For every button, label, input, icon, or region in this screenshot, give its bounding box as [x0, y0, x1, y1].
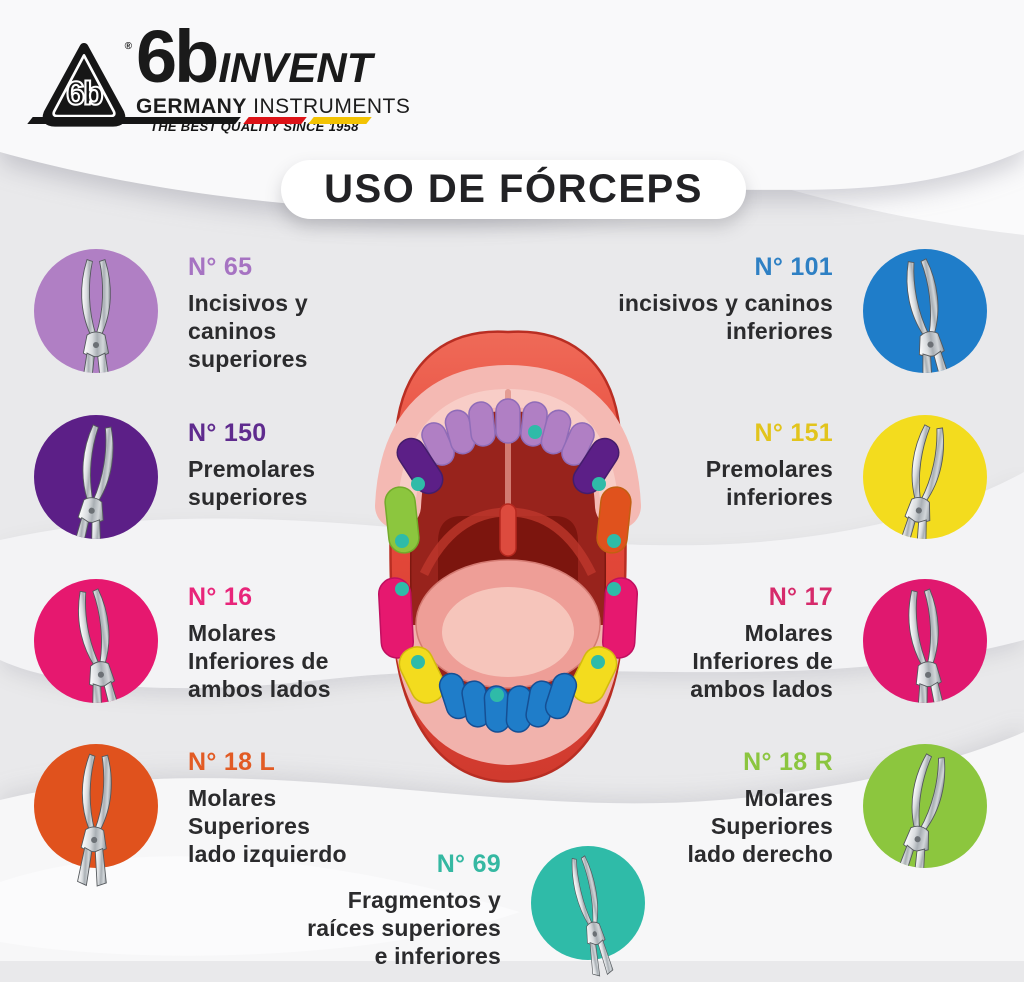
forceps-item-101: N° 101 incisivos y caninos inferiores	[618, 249, 987, 373]
forceps-photo-circle-150	[34, 415, 158, 539]
mouth-illustration	[375, 330, 641, 783]
forceps-description: Fragmentos y raíces superiores e inferio…	[307, 887, 501, 970]
forceps-item-69: N° 69 Fragmentos y raíces superiores e i…	[307, 846, 645, 977]
forceps-photo-circle-65	[34, 249, 158, 373]
forceps-description: incisivos y caninos inferiores	[618, 290, 833, 345]
forceps-description: Molares Inferiores de ambos lados	[690, 620, 833, 703]
brand-sub-instruments: INSTRUMENTS	[246, 95, 411, 118]
forceps-number: N° 101	[754, 253, 833, 281]
brand-wordmark: 6b INVENT GERMANY INSTRUMENTS THE BEST Q…	[136, 15, 411, 134]
forceps-description: Premolares inferiores	[705, 456, 833, 511]
forceps-item-150: N° 150 Premolares superiores	[34, 415, 315, 539]
forceps-number: N° 65	[188, 253, 253, 281]
forceps-description: Molares Superiores lado izquierdo	[188, 785, 347, 868]
registered-mark: ®	[124, 41, 132, 52]
forceps-photo-circle-151	[863, 415, 987, 539]
forceps-description: Molares Inferiores de ambos lados	[188, 620, 331, 703]
forceps-description: Incisivos y caninos superiores	[188, 290, 308, 373]
forceps-icon	[77, 753, 112, 887]
lower-molars-region-16-17	[377, 577, 639, 659]
brand-sub-germany: GERMANY	[136, 95, 247, 118]
upper-molars-left-region-18L	[596, 486, 632, 554]
forceps-number: N° 16	[188, 583, 253, 611]
forceps-item-65: N° 65 Incisivos y caninos superiores	[34, 249, 308, 373]
forceps-icon	[896, 424, 945, 539]
lower-incisors-region-101	[438, 672, 578, 733]
lower-premolars-region-151	[398, 646, 618, 704]
forceps-item-18R: N° 18 R Molares Superiores lado derecho	[687, 744, 987, 868]
forceps-icon	[78, 588, 122, 703]
forceps-number: N° 17	[768, 583, 833, 611]
forceps-number: N° 18 L	[188, 748, 276, 776]
forceps-photo-circle-17	[863, 579, 987, 703]
forceps-icon	[908, 588, 947, 703]
forceps-number: N° 69	[436, 850, 501, 878]
upper-molars-right-region-18R	[384, 486, 420, 554]
brand-name-6b: 6b	[136, 15, 219, 98]
brand-logo-block: 6b ® 6b INVENT GERMANY INSTRUMENTS THE B…	[27, 15, 411, 134]
forceps-number: N° 150	[188, 419, 267, 447]
forceps-icon	[894, 753, 946, 868]
forceps-number: N° 18 R	[743, 748, 833, 776]
svg-text:6b: 6b	[66, 76, 103, 113]
forceps-photo-circle-16	[34, 579, 158, 703]
forceps-photo-circle-18R	[863, 744, 987, 868]
forceps-icon	[71, 424, 114, 539]
german-flag-divider	[27, 117, 372, 124]
forceps-item-18L: N° 18 L Molares Superiores lado izquierd…	[34, 744, 347, 887]
flag-black-bar	[27, 117, 241, 124]
forceps-item-16: N° 16 Molares Inferiores de ambos lados	[34, 579, 331, 703]
root-fragment-dots-69	[395, 425, 621, 702]
forceps-number: N° 151	[754, 419, 833, 447]
forceps-photo-circle-101	[863, 249, 987, 373]
flag-red-bar	[243, 117, 307, 124]
forceps-description: Molares Superiores lado derecho	[687, 785, 833, 868]
forceps-photo-circle-69	[531, 846, 645, 977]
brand-name-invent: INVENT	[218, 44, 373, 91]
uvula	[499, 503, 517, 557]
upper-premolars-region-150	[396, 437, 620, 495]
flag-yellow-bar	[308, 117, 372, 124]
forceps-photo-circle-18L	[34, 744, 158, 887]
page-title: USO DE FÓRCEPS	[281, 160, 746, 219]
forceps-icon	[906, 258, 952, 373]
forceps-item-151: N° 151 Premolares inferiores	[706, 415, 987, 539]
forceps-description: Premolares superiores	[188, 456, 316, 511]
forceps-icon	[571, 854, 614, 977]
forceps-icon	[81, 259, 111, 373]
forceps-item-17: N° 17 Molares Inferiores de ambos lados	[690, 579, 987, 703]
